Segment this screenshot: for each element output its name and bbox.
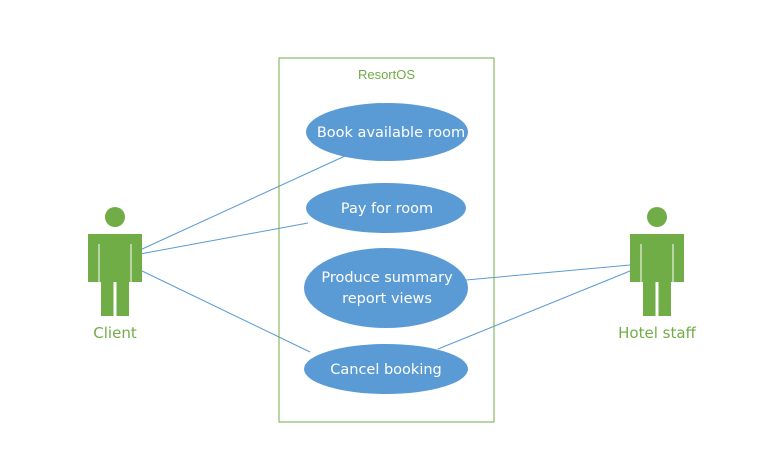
use-case-book-available-room[interactable]: Book available room [306, 103, 468, 161]
association-lines [139, 155, 631, 353]
actor-label: Client [93, 324, 137, 342]
system-boundary [278, 57, 495, 423]
actor-label: Hotel staff [618, 324, 696, 342]
use-case-cancel-booking[interactable]: Cancel booking [304, 344, 468, 394]
use-case-pay-for-room[interactable]: Pay for room [306, 183, 466, 233]
use-case-produce-summary-report-views[interactable]: Produce summary report views [304, 248, 468, 328]
use-case-label: Book available room [317, 125, 465, 141]
use-case-label: Cancel booking [330, 362, 442, 378]
system-title: ResortOS [358, 67, 415, 82]
use-case-shape[interactable] [306, 183, 466, 233]
person-icon [88, 207, 142, 316]
association-staff-report [465, 264, 631, 281]
actor-client[interactable]: Client [88, 207, 142, 342]
use-case-label: report views [342, 291, 432, 307]
association-client-cancel [139, 269, 311, 353]
association-client-book [139, 155, 346, 251]
use-case-shape[interactable] [304, 248, 468, 328]
association-client-pay [139, 222, 309, 255]
person-icon [630, 207, 684, 316]
actor-hotel-staff[interactable]: Hotel staff [618, 207, 697, 342]
association-staff-cancel [437, 270, 631, 350]
use-case-label: Produce summary [321, 270, 453, 286]
use-case-shape[interactable] [306, 103, 468, 161]
use-case-label: Pay for room [341, 201, 433, 217]
use-case-shape[interactable] [304, 344, 468, 394]
